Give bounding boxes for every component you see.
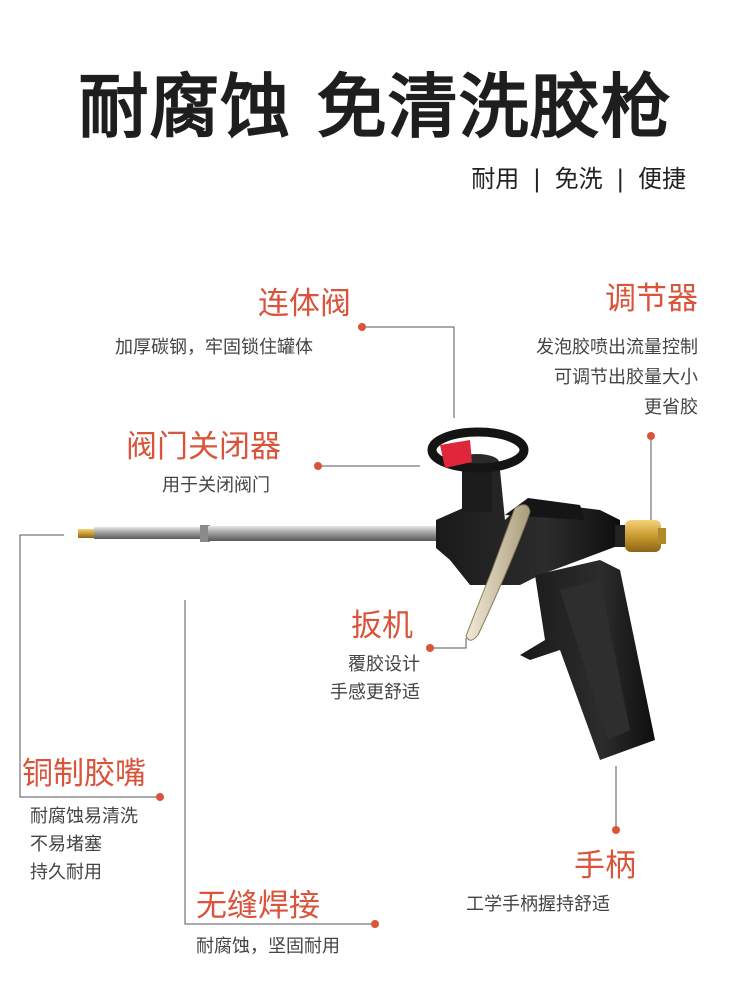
feature-tagline: 耐用 | 免洗 | 便捷: [471, 162, 686, 196]
callout-desc-copper-nozzle-1: 耐腐蚀易清洗: [30, 806, 138, 827]
feature-separator: |: [616, 165, 625, 193]
copper-nozzle-tip: [78, 529, 96, 538]
callout-desc-trigger-1: 覆胶设计: [348, 654, 420, 675]
marker-dot: [647, 432, 655, 440]
feature-separator: |: [532, 165, 541, 193]
marker-dot: [371, 920, 379, 928]
valve-closer-red: [440, 440, 472, 468]
callout-desc-copper-nozzle-3: 持久耐用: [30, 862, 102, 883]
callout-desc-handle: 工学手柄握持舒适: [466, 894, 610, 915]
callout-title-handle: 手柄: [574, 848, 636, 884]
can-adapter-ring: [427, 427, 529, 473]
regulator-knob: [625, 520, 661, 552]
marker-dot: [358, 323, 366, 331]
callout-title-regulator: 调节器: [605, 281, 698, 317]
callout-desc-valve-body: 加厚碳钢，牢固锁住罐体: [115, 337, 313, 358]
page-title: 耐腐蚀 免清洗胶枪: [78, 66, 672, 148]
callout-title-valve-closer: 阀门关闭器: [126, 429, 281, 465]
trigger: [465, 504, 531, 641]
marker-dot: [612, 826, 620, 834]
barrel-weld: [200, 525, 210, 542]
feature-convenient: 便捷: [638, 165, 686, 193]
marker-dot: [426, 644, 434, 652]
callout-title-valve-body: 连体阀: [258, 286, 351, 322]
callout-desc-seamless-weld: 耐腐蚀，坚固耐用: [196, 936, 340, 957]
callout-desc-trigger-2: 手感更舒适: [330, 682, 420, 703]
marker-dot: [156, 793, 164, 801]
regulator-body: [615, 525, 627, 547]
callout-desc-regulator-2: 可调节出胶量大小: [554, 367, 698, 388]
feature-durable: 耐用: [471, 165, 520, 193]
callout-desc-valve-closer: 用于关闭阀门: [162, 475, 270, 496]
regulator-cap: [658, 528, 666, 544]
callout-desc-regulator-3: 更省胶: [644, 397, 698, 418]
feature-no-wash: 免洗: [554, 165, 603, 193]
callout-title-trigger: 扳机: [351, 608, 413, 644]
callout-desc-copper-nozzle-2: 不易堵塞: [30, 834, 102, 855]
marker-dot: [314, 462, 322, 470]
callout-desc-regulator-1: 发泡胶喷出流量控制: [536, 337, 698, 358]
handle-ridge: [560, 580, 630, 740]
barrel: [94, 527, 204, 539]
callout-title-copper-nozzle: 铜制胶嘴: [22, 756, 146, 792]
callout-title-seamless-weld: 无缝焊接: [196, 888, 320, 924]
barrel-rear: [208, 526, 440, 541]
